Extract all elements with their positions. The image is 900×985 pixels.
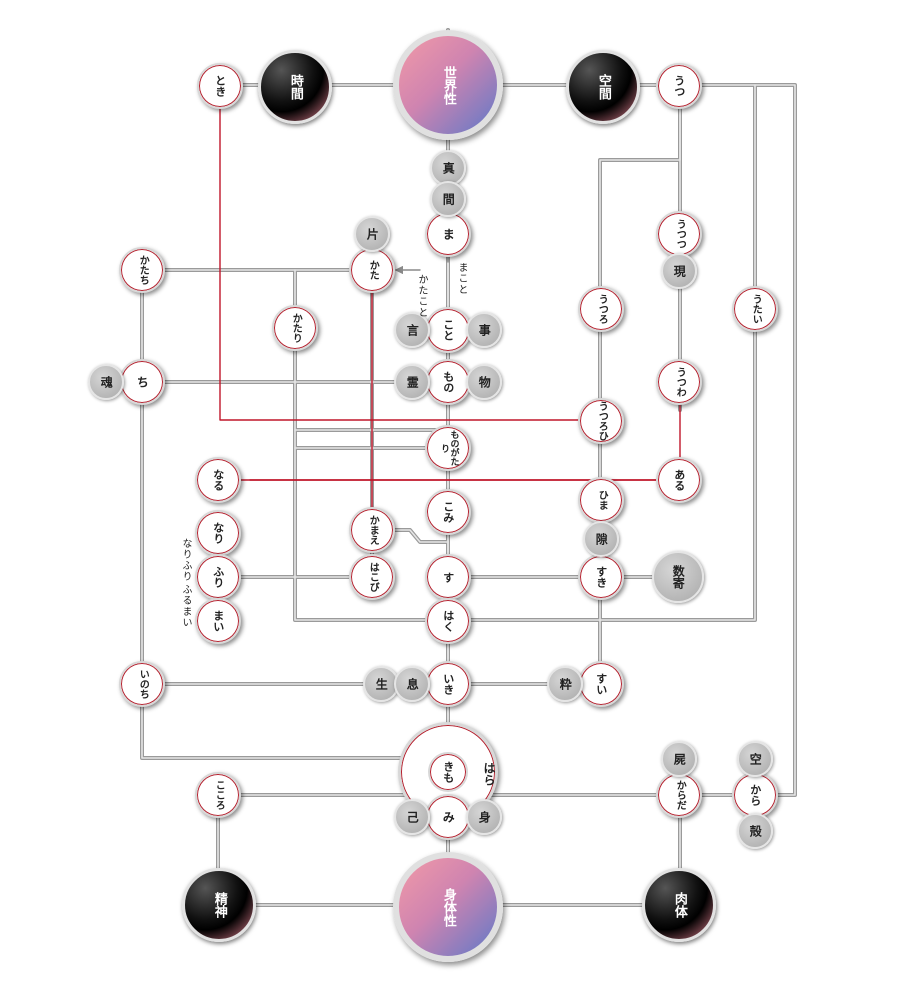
utsutsu-kanji-node: 現	[661, 253, 697, 289]
utsurohi-node: うつろひ	[578, 398, 624, 444]
shin-node: 真	[430, 150, 466, 186]
koto-left-node: 言	[394, 312, 430, 348]
naru-node: なる	[195, 457, 241, 503]
iki-right-node: 粋	[547, 666, 583, 702]
ma-node: ま	[425, 211, 471, 257]
hima-node: ひま	[578, 477, 624, 523]
body-core-node: 身体性	[393, 852, 503, 962]
utsuro-node: うつろ	[578, 286, 624, 332]
utsuwa-node: うつわ	[656, 359, 702, 405]
kata-node: かた	[349, 247, 395, 293]
suki-big-node: 数寄	[652, 551, 704, 603]
onore-node: 己	[394, 799, 430, 835]
kokoro-node: こころ	[195, 772, 241, 818]
kamae-node: かまえ	[349, 507, 395, 553]
karada-node: からだ	[656, 772, 702, 818]
rei-node: 霊	[394, 364, 430, 400]
furumai-label: ふるまい	[180, 584, 191, 628]
suki-kanji-node: 隙	[583, 521, 619, 557]
utai-node: うたい	[732, 286, 778, 332]
world-core-node: 世界性	[393, 30, 503, 140]
kata-kanji-node: 片	[354, 216, 390, 252]
su-node: す	[425, 554, 471, 600]
monogatari-node: ものがたり	[425, 425, 471, 471]
toki-node: とき	[197, 63, 243, 109]
utsu-node: うつ	[656, 63, 702, 109]
time-hub-node: 時間	[258, 50, 332, 124]
tama-node: 魂	[88, 364, 124, 400]
space-hub-node: 空間	[566, 50, 640, 124]
kimo-node: きも	[428, 752, 468, 792]
spirit-hub-node: 精神	[182, 868, 256, 942]
butsu-node: 物	[466, 364, 502, 400]
koto-node: こと	[425, 307, 471, 353]
kara-node: から	[732, 772, 778, 818]
ma-kanji-node: 間	[430, 181, 466, 217]
hakobi-node: はこび	[349, 554, 395, 600]
utsutsu-node: うつつ	[656, 211, 702, 257]
katachi-node: かたち	[119, 247, 165, 293]
flesh-hub-node: 肉体	[642, 868, 716, 942]
mi-node: み	[425, 794, 471, 840]
soku-node: 息	[394, 666, 430, 702]
aru-node: ある	[656, 457, 702, 503]
chi-node: ち	[119, 359, 165, 405]
narifuri-label: なりふり	[180, 538, 191, 582]
hara-label: はら	[482, 762, 496, 786]
koto-right-node: 事	[466, 312, 502, 348]
mi-kanji-node: 身	[466, 799, 502, 835]
katakoto-label: かたこと	[416, 274, 427, 318]
mono-node: もの	[425, 359, 471, 405]
komi-node: こみ	[425, 489, 471, 535]
sui-node: すい	[578, 661, 624, 707]
suki-node: すき	[578, 554, 624, 600]
furi-node: ふり	[195, 554, 241, 600]
katari-node: かたり	[272, 305, 318, 351]
makoto-label: まこと	[456, 262, 467, 295]
shikabane-node: 屍	[661, 741, 697, 777]
kuu-node: 空	[737, 741, 773, 777]
inochi-node: いのち	[119, 661, 165, 707]
nari-node: なり	[195, 510, 241, 556]
haku-node: はく	[425, 598, 471, 644]
iki-node: いき	[425, 661, 471, 707]
mai-node: まい	[195, 598, 241, 644]
kara-kanji-node: 殻	[737, 813, 773, 849]
